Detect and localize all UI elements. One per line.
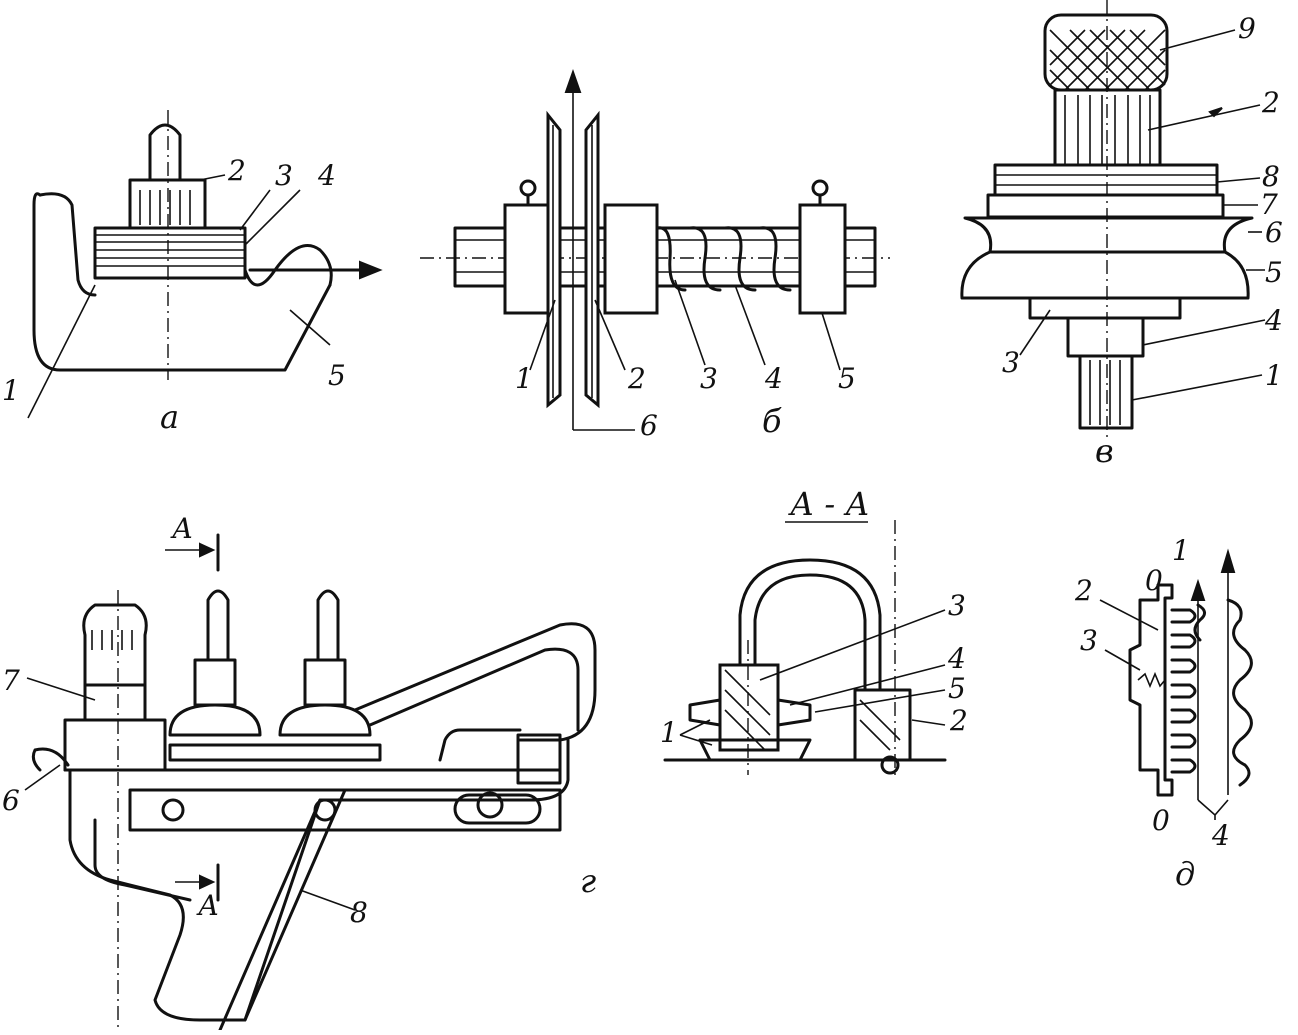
label-g-6: 6 (2, 784, 20, 817)
panel-a: 1 2 3 4 5 а (2, 110, 383, 436)
section-a-a: А - А 3 4 5 2 1 (660, 485, 968, 775)
label-v-8: 8 (1262, 160, 1280, 193)
label-d-1: 1 (1172, 534, 1190, 567)
label-v-2: 2 (1261, 86, 1280, 119)
section-mark-bottom: А (196, 889, 219, 922)
label-s-5: 5 (948, 672, 966, 705)
panel-d: 0 1 2 3 0 4 д (1074, 534, 1253, 893)
label-g-8: 8 (350, 896, 368, 929)
label-d-0-bottom: 0 (1152, 804, 1170, 837)
label-b-2: 2 (627, 362, 646, 395)
section-title: А - А (788, 485, 870, 523)
label-g-7: 7 (2, 664, 20, 697)
label-v-7: 7 (1260, 188, 1278, 221)
caption-b: б (762, 402, 782, 440)
panel-b: 1 2 3 4 5 6 б (420, 68, 890, 442)
label-d-3: 3 (1080, 624, 1098, 657)
caption-d: д (1175, 855, 1195, 893)
label-a-3: 3 (275, 159, 293, 192)
label-a-2: 2 (227, 154, 246, 187)
label-v-5: 5 (1265, 256, 1283, 289)
label-v-6: 6 (1265, 216, 1283, 249)
label-b-5: 5 (838, 362, 856, 395)
caption-g: г (580, 862, 596, 900)
label-b-4: 4 (764, 362, 783, 395)
label-v-9: 9 (1238, 12, 1256, 45)
label-v-4: 4 (1264, 304, 1283, 337)
label-s-2: 2 (949, 704, 968, 737)
label-s-4: 4 (947, 642, 966, 675)
panel-v: 9 2 8 7 6 5 4 1 3 в (960, 0, 1283, 470)
label-b-6: 6 (640, 409, 658, 442)
caption-v: в (1095, 432, 1114, 470)
label-a-4: 4 (317, 159, 336, 192)
label-a-5: 5 (328, 359, 346, 392)
label-v-1: 1 (1265, 359, 1283, 392)
label-d-2: 2 (1074, 574, 1093, 607)
label-d-4: 4 (1211, 819, 1230, 852)
label-d-0-top: 0 (1145, 564, 1163, 597)
caption-a: а (160, 398, 179, 436)
label-b-3: 3 (700, 362, 718, 395)
label-a-1: 1 (2, 374, 20, 407)
section-mark-top: А (170, 512, 193, 545)
label-v-3: 3 (1002, 346, 1020, 379)
panel-g: А А 7 6 8 г (2, 512, 597, 1032)
label-b-1: 1 (515, 362, 533, 395)
label-s-3: 3 (948, 589, 966, 622)
label-s-1: 1 (660, 716, 678, 749)
